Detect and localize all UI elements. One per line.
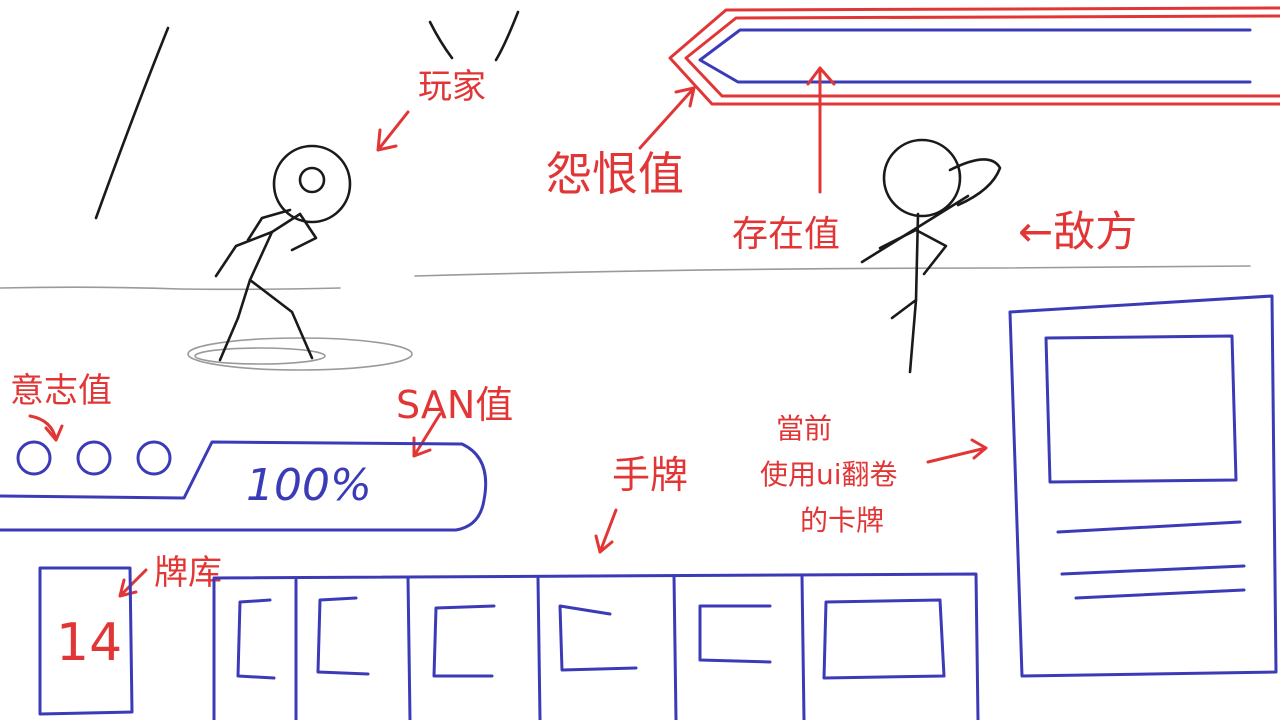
hand-card[interactable] bbox=[558, 604, 638, 672]
hand-card[interactable] bbox=[822, 598, 946, 680]
current-card-text-line bbox=[1074, 588, 1246, 600]
card-icon bbox=[432, 604, 496, 678]
current-card-text-line bbox=[1060, 564, 1246, 576]
will-pip-icon bbox=[76, 440, 112, 476]
enemy-status-bars bbox=[668, 6, 1280, 106]
deck-count: 14 bbox=[56, 613, 122, 673]
enemy-head bbox=[882, 138, 962, 218]
current-card-frame bbox=[1008, 294, 1278, 678]
card-icon bbox=[316, 596, 370, 676]
card-icon bbox=[558, 604, 638, 672]
label-existence: 存在值 bbox=[732, 214, 840, 255]
current-card-panel[interactable] bbox=[1008, 294, 1278, 678]
player-head bbox=[272, 144, 352, 224]
label-current-card-line1: 當前 bbox=[776, 412, 832, 445]
will-pip-icon bbox=[136, 440, 172, 476]
arrow-resentment bbox=[638, 86, 696, 150]
san-bar: 100% bbox=[0, 440, 488, 532]
player-shadow-inner bbox=[194, 347, 326, 365]
arrow-player bbox=[376, 110, 410, 152]
hand-card[interactable] bbox=[698, 604, 772, 664]
card-icon bbox=[698, 604, 772, 664]
resentment-bar bbox=[668, 6, 1280, 106]
sword-slash-right bbox=[494, 10, 520, 62]
enemy-character[interactable] bbox=[860, 138, 1002, 374]
sword-slash-left bbox=[94, 26, 170, 220]
player-shadow bbox=[187, 337, 413, 371]
arrow-current-card bbox=[926, 438, 988, 464]
arrow-san bbox=[412, 412, 442, 458]
label-deck: 牌库 bbox=[154, 553, 222, 593]
san-value: 100% bbox=[246, 460, 372, 511]
existence-bar bbox=[698, 28, 1252, 84]
will-pips bbox=[16, 440, 172, 476]
hand-tray bbox=[212, 572, 980, 720]
card-icon bbox=[822, 598, 946, 680]
hand-card[interactable] bbox=[432, 604, 496, 678]
arrow-deck bbox=[118, 568, 148, 598]
label-will: 意志值 bbox=[10, 371, 112, 411]
hand-cards bbox=[236, 596, 946, 680]
hand-tray-frame bbox=[212, 572, 980, 720]
player-character[interactable] bbox=[187, 144, 413, 371]
current-card-text-line bbox=[1056, 520, 1242, 534]
current-card-art bbox=[1044, 334, 1238, 484]
arrow-existence bbox=[806, 66, 836, 194]
label-current-card-line2: 使用ui翻卷 bbox=[760, 458, 898, 491]
label-hand: 手牌 bbox=[612, 453, 688, 497]
label-resentment: 怨恨值 bbox=[546, 147, 684, 201]
ground-line-left bbox=[0, 286, 341, 291]
arrow-will bbox=[28, 414, 64, 442]
label-player: 玩家 bbox=[418, 67, 486, 107]
ground-line-right bbox=[414, 265, 1251, 277]
will-pip-icon bbox=[16, 440, 52, 476]
deck-pile[interactable]: 14 bbox=[38, 566, 134, 716]
label-san: SAN值 bbox=[396, 383, 513, 427]
label-enemy: ←敌方 bbox=[1018, 207, 1137, 256]
label-current-card: 當前 使用ui翻卷 的卡牌 bbox=[760, 412, 906, 537]
hand-card[interactable] bbox=[236, 598, 276, 680]
arrow-hand bbox=[594, 508, 618, 554]
card-icon bbox=[236, 598, 276, 680]
label-current-card-line3: 的卡牌 bbox=[800, 504, 884, 537]
sword-slash-right-2 bbox=[428, 20, 454, 60]
hand-card[interactable] bbox=[316, 596, 370, 676]
